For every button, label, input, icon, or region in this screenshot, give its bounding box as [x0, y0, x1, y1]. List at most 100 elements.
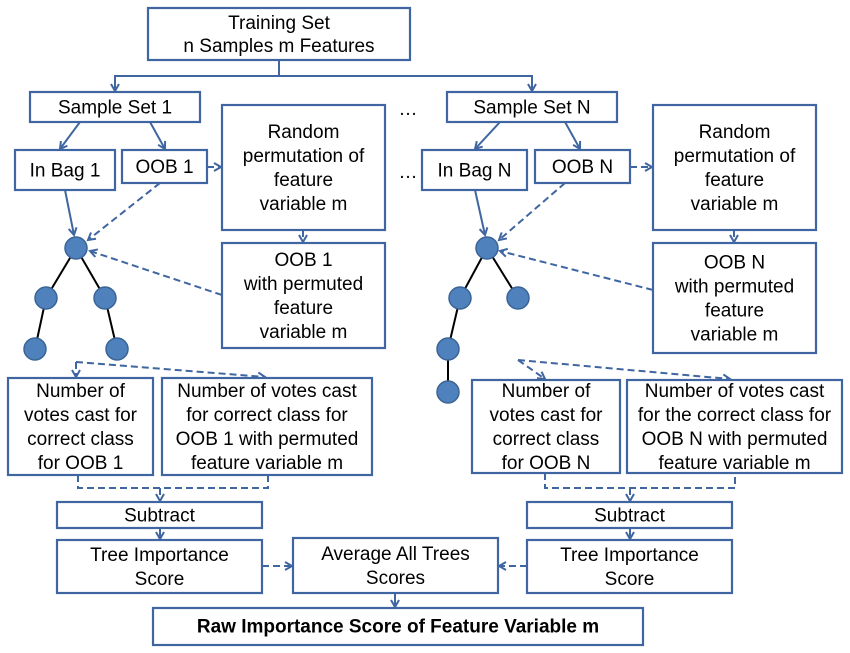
tree-node — [64, 236, 88, 260]
votes-1-label: votes cast for — [24, 405, 138, 426]
arrow-training-to-sample-n — [279, 75, 532, 91]
permutation-1-label: Random — [268, 122, 340, 143]
oob-permuted-n-label: OOB N — [704, 253, 765, 274]
arrow-samplen-inbag — [475, 121, 501, 149]
permutation-n-label: Random — [699, 122, 771, 143]
oob-1-label: OOB 1 — [135, 157, 193, 178]
arrow-sample1-inbag — [60, 121, 81, 149]
arrow-inbag1-tree — [64, 189, 74, 235]
votes-1-label: correct class — [27, 429, 134, 450]
votes-permuted-n-label: Number of votes cast — [645, 381, 825, 402]
in-bag-1-label: In Bag 1 — [30, 161, 101, 182]
raw-importance-label: Raw Importance Score of Feature Variable… — [197, 617, 599, 638]
votes-n-box: Number of votes cast for correct class for … — [470, 378, 622, 474]
permutation-n-label: permutation of — [674, 146, 796, 167]
raw-importance-box: Raw Importance Score of Feature Variable… — [151, 606, 645, 647]
oob-permuted-1-box: OOB 1 with permuted feature variable m — [220, 241, 387, 350]
sample-set-n-box: Sample Set N — [445, 90, 619, 124]
subtract-n-label: Subtract — [594, 506, 665, 527]
oob-permuted-n-label: with permuted — [674, 277, 794, 298]
bracket-votes-1 — [77, 475, 269, 489]
permutation-n-label: feature — [705, 170, 764, 191]
average-all-trees-label: Scores — [366, 568, 425, 589]
votes-n-label: votes cast for — [490, 405, 604, 426]
tree-importance-n-label: Tree Importance — [560, 545, 699, 566]
votes-n-label: correct class — [493, 429, 600, 450]
oob-1-box: OOB 1 — [120, 148, 209, 185]
permutation-n-label: variable m — [691, 194, 779, 215]
votes-permuted-n-label: OOB N with permuted — [642, 429, 828, 450]
tree-importance-1-label: Score — [135, 569, 185, 590]
votes-permuted-n-label: feature variable m — [658, 453, 810, 474]
permutation-1-box: Random permutation of feature variable m — [220, 103, 387, 232]
votes-permuted-n-box: Number of votes cast for the correct clas… — [625, 378, 844, 474]
training-set-label: n Samples m Features — [183, 36, 374, 57]
votes-n-label: for OOB N — [502, 453, 591, 474]
arrow-oob1-tree — [88, 182, 161, 240]
oob-permuted-1-label: variable m — [260, 322, 348, 343]
oob-permuted-1-label: with permuted — [243, 274, 363, 295]
subtract-n-box: Subtract — [525, 500, 734, 530]
subtract-1-box: Subtract — [55, 500, 264, 530]
oob-permuted-n-box: OOB N with permuted feature variable m — [651, 241, 818, 355]
permutation-n-box: Random permutation of feature variable m — [651, 103, 818, 232]
tree-node — [105, 337, 129, 361]
permutation-1-label: variable m — [260, 194, 348, 215]
sample-set-1-label: Sample Set 1 — [58, 98, 172, 119]
tree-importance-1-label: Tree Importance — [90, 545, 229, 566]
votes-1-label: for OOB 1 — [38, 453, 124, 474]
arrow-sample1-oob — [149, 121, 165, 149]
votes-permuted-1-label: feature variable m — [191, 453, 343, 474]
oob-permuted-1-label: OOB 1 — [274, 250, 332, 271]
tree-node — [475, 236, 499, 260]
votes-permuted-1-label: OOB 1 with permuted — [176, 429, 359, 450]
in-bag-1-box: In Bag 1 — [13, 148, 117, 192]
in-bag-n-label: In Bag N — [438, 161, 512, 182]
arrow-treen-votesperm — [517, 359, 730, 379]
tree-node — [436, 337, 460, 361]
oob-permuted-n-label: variable m — [691, 325, 779, 346]
average-all-trees-label: Average All Trees — [321, 544, 470, 565]
oob-permuted-1-label: feature — [274, 298, 333, 319]
ellipsis-middle: … — [399, 162, 418, 183]
permutation-1-label: permutation of — [243, 146, 365, 167]
arrow-inbagn-tree — [474, 189, 485, 235]
tree-node — [506, 286, 530, 310]
decision-tree-n — [436, 236, 530, 404]
tree-node — [93, 286, 117, 310]
votes-permuted-n-label: for the correct class for — [638, 405, 832, 426]
arrow-oobperm1-tree — [90, 251, 223, 296]
sample-set-n-label: Sample Set N — [473, 98, 590, 119]
tree-node — [34, 286, 58, 310]
oob-permuted-n-label: feature — [705, 301, 764, 322]
arrow-treen-votes — [517, 359, 545, 379]
permutation-1-label: feature — [274, 170, 333, 191]
arrow-samplen-oob — [564, 121, 580, 149]
arrow-training-to-sample-1 — [115, 60, 280, 91]
bracket-votes-n — [544, 473, 736, 489]
sample-set-1-box: Sample Set 1 — [28, 90, 202, 124]
arrow-oobpermn-tree — [500, 251, 654, 291]
subtract-1-label: Subtract — [124, 506, 195, 527]
tree-node — [23, 337, 47, 361]
tree-importance-n-label: Score — [605, 569, 655, 590]
votes-1-label: Number of — [36, 381, 125, 402]
tree-node — [436, 380, 460, 404]
tree-node — [448, 286, 472, 310]
oob-n-box: OOB N — [533, 148, 632, 185]
training-set-label: Training Set — [228, 13, 330, 34]
votes-permuted-1-label: Number of votes cast — [177, 381, 357, 402]
votes-permuted-1-box: Number of votes cast for correct class fo… — [160, 376, 374, 477]
oob-n-label: OOB N — [552, 157, 613, 178]
votes-permuted-1-label: for correct class for — [186, 405, 348, 426]
decision-tree-1 — [23, 236, 129, 361]
votes-n-label: Number of — [502, 381, 591, 402]
arrow-oobn-tree — [499, 182, 566, 240]
ellipsis-top: … — [399, 99, 418, 120]
